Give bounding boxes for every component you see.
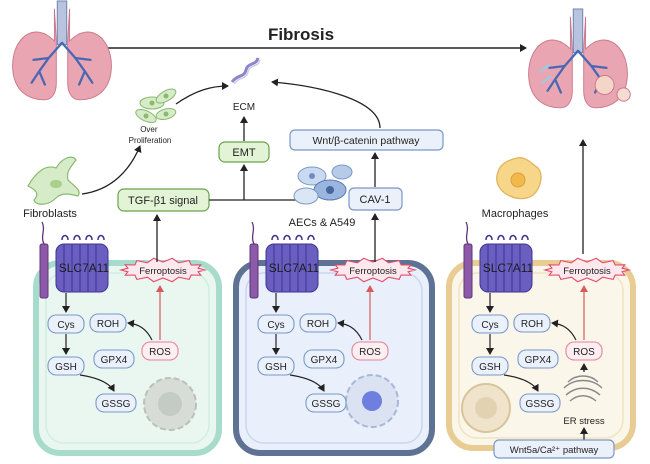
fibroblast-cell-icon <box>27 156 80 205</box>
cell2-cys-label: Cys <box>267 320 284 331</box>
cell1-gpx4-label: GPX4 <box>101 355 128 366</box>
cell3-gpx4-node <box>517 349 559 369</box>
cell2-membrane-protein <box>249 243 259 299</box>
cell2-gsh-label: GSH <box>265 362 287 373</box>
wnt-pathway-label: Wnt/β-catenin pathway <box>312 135 420 147</box>
cav1-label: CAV-1 <box>360 194 391 206</box>
proliferation-to-ecm-arrow <box>175 82 229 105</box>
cell3-gssg-label: GSSG <box>526 399 555 410</box>
cell2-roh-label: ROH <box>307 319 329 330</box>
cell3-cys-node <box>471 314 509 334</box>
cell1-roh-node <box>89 313 127 333</box>
er-stress-icon <box>563 375 603 402</box>
cell1-membrane-protein <box>39 243 49 299</box>
cell1-gssg-node <box>95 393 137 413</box>
cell2-ros-node <box>351 341 389 361</box>
wnt-pathway-box <box>289 129 444 151</box>
ecm-label: ECM <box>233 102 255 113</box>
cell3-gsh-node <box>471 356 509 376</box>
cell3-ros-node <box>565 341 603 361</box>
cell2-gssg-label: GSSG <box>312 399 341 410</box>
cell2-ferroptosis-burst <box>328 257 418 283</box>
cell3-gpx4-label: GPX4 <box>525 355 552 366</box>
healthy-lung-icon <box>11 0 113 101</box>
cell3-gsh-label: GSH <box>479 362 501 373</box>
cell3-transporter-label: SLC7A11 <box>483 261 534 275</box>
cell2-cys-node <box>257 314 295 334</box>
cell2-gpx4-node <box>303 349 345 369</box>
cell3-cys-label: Cys <box>481 320 498 331</box>
cell3-roh-node <box>513 313 551 333</box>
cell2-gsh-node <box>257 356 295 376</box>
cell1-gpx4-node <box>93 349 135 369</box>
cell1-cys-node <box>47 314 85 334</box>
cell1-gsh-label: GSH <box>55 362 77 373</box>
tgf-signal-label: TGF-β1 signal <box>128 195 198 207</box>
cav1-box <box>348 187 403 211</box>
cell3-gssg-node <box>519 393 561 413</box>
macrophages-label: Macrophages <box>482 208 549 220</box>
fibrotic-lung-icon <box>527 7 631 109</box>
ecm-fiber-icon <box>230 57 261 85</box>
cell1-gssg-label: GSSG <box>102 399 131 410</box>
title: Fibrosis <box>268 25 334 44</box>
cell1-ros-node <box>141 341 179 361</box>
proliferating-fibroblasts-icon <box>135 88 177 123</box>
cell1-gsh-node <box>47 356 85 376</box>
aecs-label: AECs & A549 <box>289 217 356 229</box>
cell3-ros-label: ROS <box>573 347 595 358</box>
wnt5a-label: Wnt5a/Ca²⁺ pathway <box>510 445 599 456</box>
cell1-ferroptosis-label: Ferroptosis <box>139 266 187 277</box>
cell1-ros-label: ROS <box>149 347 171 358</box>
cell3-membrane-protein <box>463 243 473 299</box>
wnt-to-ecm-arrow <box>271 78 381 129</box>
cell1-ferroptosis-burst <box>118 257 208 283</box>
fibroblasts-label: Fibroblasts <box>23 208 77 220</box>
aecs-cells-icon <box>293 164 353 205</box>
cell3-ferroptosis-label: Ferroptosis <box>563 266 611 277</box>
wnt5a-box <box>493 439 615 459</box>
emt-label: EMT <box>232 147 256 159</box>
cell3-ferroptosis-burst <box>542 257 632 283</box>
er-stress-label: ER stress <box>563 416 604 427</box>
cell2-ferroptosis-label: Ferroptosis <box>349 266 397 277</box>
cell1-roh-label: ROH <box>97 319 119 330</box>
over-proliferation-label: Over Proliferation <box>129 125 172 145</box>
cell2-transporter-label: SLC7A11 <box>269 261 320 275</box>
macrophage-icon <box>496 157 542 200</box>
emt-box <box>218 141 270 163</box>
cell1-cys-label: Cys <box>57 320 74 331</box>
cell3-roh-label: ROH <box>521 319 543 330</box>
cell2-ros-label: ROS <box>359 347 381 358</box>
cell1-transporter-label: SLC7A11 <box>59 261 110 275</box>
cell2-gssg-node <box>305 393 347 413</box>
cell2-gpx4-label: GPX4 <box>311 355 338 366</box>
cell2-roh-node <box>299 313 337 333</box>
fibroblast-to-proliferation-arrow <box>81 145 142 195</box>
